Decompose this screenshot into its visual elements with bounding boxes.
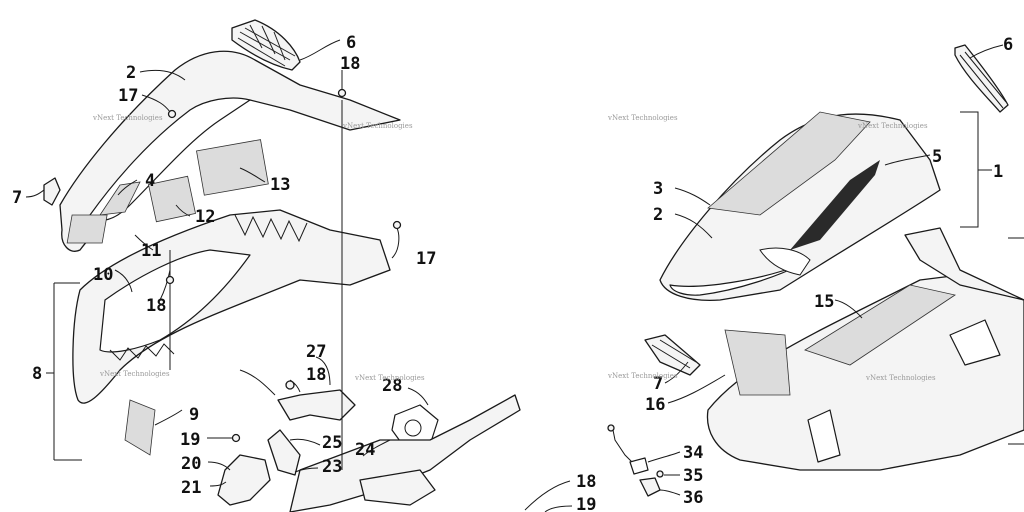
callout-21: 21 <box>181 478 201 498</box>
side-vent-right <box>949 319 1001 366</box>
callout-2-left: 2 <box>126 63 136 83</box>
callout-13: 13 <box>270 175 290 195</box>
right-assembly <box>644 44 1024 471</box>
stripe-decal-5b <box>759 247 811 276</box>
hood-lower-teeth <box>109 214 308 361</box>
callout-18-mid: 18 <box>146 296 166 316</box>
decal-15 <box>804 284 957 366</box>
watermarks: vNext Technologies vNext Technologies vN… <box>92 114 936 382</box>
watermark-6: vNext Technologies <box>354 374 425 382</box>
callout-25: 25 <box>322 433 342 453</box>
watermark-5: vNext Technologies <box>99 370 170 378</box>
callout-9: 9 <box>189 405 199 425</box>
callout-6-right: 6 <box>1003 35 1013 55</box>
callout-34: 34 <box>683 443 703 463</box>
decal-9 <box>124 399 156 456</box>
callout-18-low: 18 <box>306 365 326 385</box>
stripe-decal-5 <box>790 160 880 250</box>
bracket-25 <box>267 429 301 476</box>
callout-7-left: 7 <box>12 188 22 208</box>
callout-15-right: 15 <box>814 292 834 312</box>
hood-upper-assembled <box>659 113 941 301</box>
decal-13 <box>196 139 269 196</box>
callout-4: 4 <box>145 171 155 191</box>
fastener-17b <box>392 220 402 230</box>
watermark-7: vNext Technologies <box>607 372 678 380</box>
watermark-8: vNext Technologies <box>865 374 936 382</box>
callout-10: 10 <box>93 265 113 285</box>
callout-5-right: 5 <box>932 147 942 167</box>
callout-19-bottom: 19 <box>576 495 596 512</box>
hood-lower-window <box>99 249 251 353</box>
decal-16 <box>724 329 791 396</box>
vent-grille-7-right <box>644 334 701 376</box>
callout-36: 36 <box>683 488 703 508</box>
callout-18-bottom: 18 <box>576 472 596 492</box>
callout-23: 23 <box>322 457 342 477</box>
decal-3 <box>707 111 871 216</box>
hood-lower-top-rail <box>904 227 1024 301</box>
fastener-18c <box>285 380 295 390</box>
right-leaders <box>664 44 1024 445</box>
left-leaders <box>25 39 429 487</box>
right-callouts: 6 5 1 3 2 15 7 16 <box>645 35 1013 415</box>
cable-end <box>607 424 615 432</box>
screw-35 <box>656 470 664 478</box>
left-callouts: 2 6 18 17 7 4 12 13 11 10 17 18 8 27 18 … <box>12 33 436 498</box>
latch-36 <box>639 477 661 497</box>
fastener-18b <box>165 275 175 285</box>
callout-24: 24 <box>355 440 375 460</box>
fastener-17a <box>167 109 177 119</box>
callout-12: 12 <box>195 207 215 227</box>
callout-35: 35 <box>683 466 703 486</box>
frame-24 <box>289 394 521 512</box>
side-vent-left <box>43 177 61 206</box>
fastener-18a <box>337 88 347 98</box>
callout-8: 8 <box>32 364 42 384</box>
callout-1-right: 1 <box>993 162 1003 182</box>
watermark-4: vNext Technologies <box>857 122 928 130</box>
callout-27: 27 <box>306 342 326 362</box>
callout-18-top: 18 <box>340 54 360 74</box>
hood-lower-part <box>72 209 391 404</box>
callout-2-right: 2 <box>653 205 663 225</box>
callout-20: 20 <box>181 454 201 474</box>
watermark-1: vNext Technologies <box>92 114 163 122</box>
vent-grille-right <box>954 44 1009 113</box>
callout-17-top: 17 <box>118 86 138 106</box>
decal-4 <box>99 181 141 216</box>
callout-11: 11 <box>141 241 161 261</box>
callout-3-right: 3 <box>653 179 663 199</box>
callout-6-left: 6 <box>346 33 356 53</box>
vent-grille-hatch <box>237 24 296 67</box>
plate-28-hole <box>404 419 422 437</box>
callout-19: 19 <box>180 430 200 450</box>
callout-16-right: 16 <box>645 395 665 415</box>
left-hardware <box>165 88 402 443</box>
vent-grille-top <box>231 19 301 71</box>
bracket-27 <box>277 389 356 421</box>
fastener-19 <box>231 433 241 443</box>
callout-28: 28 <box>382 376 402 396</box>
left-assembly <box>43 19 521 512</box>
hood-upper-fold <box>669 264 801 296</box>
intake-right <box>807 409 841 463</box>
callout-7-right: 7 <box>653 374 663 394</box>
watermark-2: vNext Technologies <box>342 122 413 130</box>
spring-34 <box>629 457 649 475</box>
middle-hardware: 34 35 36 18 19 <box>524 424 703 512</box>
bracket-20-21 <box>217 454 271 506</box>
watermark-3: vNext Technologies <box>607 114 678 122</box>
decal-11 <box>66 214 108 244</box>
callout-17-mid: 17 <box>416 249 436 269</box>
bracket-lower <box>359 469 436 506</box>
decal-12 <box>148 175 196 223</box>
